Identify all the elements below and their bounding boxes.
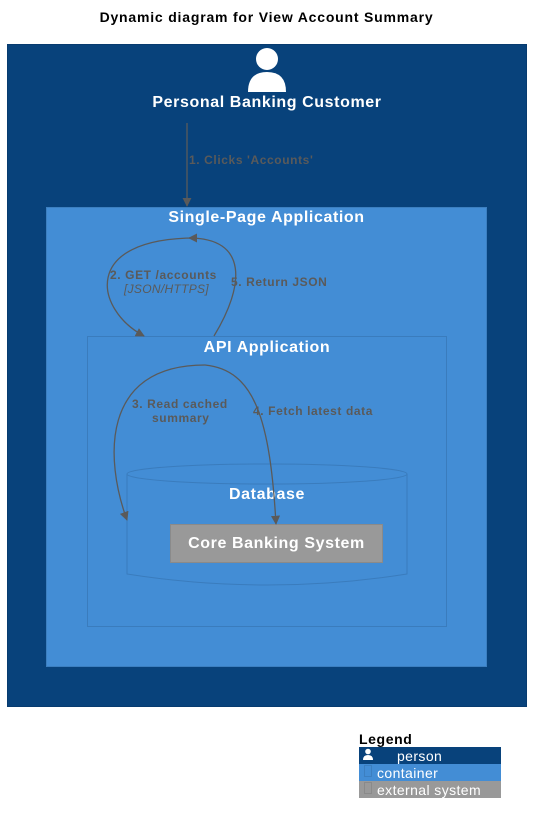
api-container	[87, 336, 447, 627]
legend-item-container: container	[359, 764, 501, 781]
legend-item-external-system: external system	[359, 781, 501, 798]
person-icon	[359, 748, 377, 763]
container-icon	[359, 765, 377, 780]
edge-5-label: 5. Return JSON	[231, 275, 328, 289]
edge-2-label: 2. GET /accounts	[110, 268, 217, 282]
edge-3-label-line1: 3. Read cached	[132, 397, 228, 411]
diagram-title: Dynamic diagram for View Account Summary	[99, 9, 434, 25]
edge-1-label: 1. Clicks 'Accounts'	[189, 153, 314, 167]
external-system-icon	[359, 782, 377, 797]
database-label: Database	[229, 486, 305, 503]
edge-3-label-line2: summary	[152, 411, 210, 425]
edge-4-label: 4. Fetch latest data	[253, 404, 374, 418]
legend-item-person: person	[359, 747, 501, 764]
legend-title: Legend	[359, 731, 413, 747]
api-label: API Application	[203, 339, 331, 356]
edge-2-technology: [JSON/HTTPS]	[124, 282, 209, 296]
person-label: Personal Banking Customer	[152, 94, 382, 111]
spa-label: Single-Page Application	[168, 209, 365, 226]
legend-label: external system	[377, 781, 482, 798]
core-banking-system: Core Banking System	[170, 524, 383, 563]
legend-label: container	[377, 764, 439, 781]
legend-label: person	[397, 747, 443, 764]
